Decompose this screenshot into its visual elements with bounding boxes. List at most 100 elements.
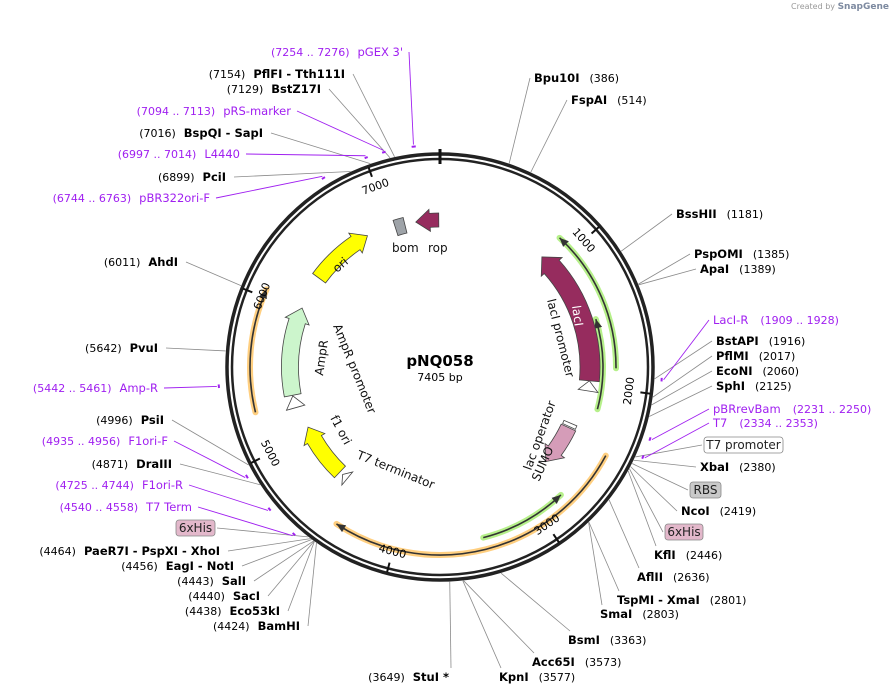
leader-line — [651, 370, 713, 406]
tick-mark — [367, 167, 373, 178]
enzyme-label[interactable]: PflMI(2017) — [716, 349, 795, 363]
enzyme-label[interactable]: AflII(2636) — [637, 570, 710, 584]
leader-line — [631, 463, 689, 491]
enzyme-label[interactable]: (7016)BspQI - SapI — [139, 126, 263, 140]
enzyme-label[interactable]: TspMI - XmaI(2801) — [617, 593, 746, 607]
label-box — [689, 481, 722, 499]
primer-label[interactable]: (4540 .. 4558)T7 Term — [60, 500, 192, 514]
enzyme-label[interactable]: (7154)PflFI - Tth111I — [209, 67, 345, 81]
enzyme-label[interactable]: (4996)PsiI — [96, 413, 164, 427]
site-labels[interactable]: (7154)PflFI - Tth111I (7129) BstZ17I (7016)… — [33, 45, 871, 684]
enzyme-label[interactable]: Bpu10I(386) — [534, 71, 619, 85]
feature-arc[interactable] — [249, 289, 268, 413]
enzyme-label[interactable]: Acc65I(3573) — [532, 655, 621, 669]
enzyme-name: PvuI — [130, 341, 158, 355]
enzyme-label[interactable]: ApaI(1389) — [700, 262, 776, 276]
primer-mark[interactable] — [364, 156, 369, 160]
enzyme-position: (4443) — [177, 575, 214, 588]
primer-label[interactable]: (6997 .. 7014)L4440 — [118, 147, 240, 161]
enzyme-position: (2801) — [710, 594, 747, 607]
enzyme-label[interactable]: (7129) BstZ17I — [227, 82, 321, 96]
arrowhead-icon — [259, 289, 267, 300]
enzyme-label[interactable]: (6899)PciI — [158, 170, 226, 184]
enzyme-name: PspOMI — [694, 247, 743, 261]
enzyme-label[interactable]: BstAPI(1916) — [716, 334, 805, 348]
boxed-feature-label[interactable]: RBS — [689, 481, 722, 499]
primer-label[interactable]: T7(2334 .. 2353) — [712, 416, 818, 430]
enzyme-label[interactable]: SmaI(2803) — [600, 607, 679, 621]
enzyme-label[interactable]: NcoI(2419) — [681, 504, 756, 518]
primer-leader-line — [173, 440, 246, 478]
enzyme-label[interactable]: KflI(2446) — [654, 548, 722, 562]
feature-laci[interactable] — [540, 256, 601, 383]
leader-line — [216, 527, 309, 538]
boxed-feature-label[interactable]: 6xHis — [664, 523, 704, 541]
primer-name: pGEX 3' — [358, 45, 404, 59]
primer-label[interactable]: (4725 .. 4744)F1ori-R — [55, 478, 183, 492]
feature-bom[interactable] — [392, 216, 408, 237]
enzyme-label[interactable]: (4443)SalI — [177, 574, 246, 588]
primer-label[interactable]: (4935 .. 4956)F1ori-F — [42, 434, 168, 448]
enzyme-label[interactable]: XbaI(2380) — [700, 460, 776, 474]
feature-ampr[interactable] — [281, 307, 310, 398]
leader-line — [227, 538, 311, 552]
enzyme-label[interactable]: FspAI(514) — [571, 93, 647, 107]
feature-ori[interactable] — [312, 232, 368, 284]
leader-line — [638, 253, 691, 285]
feature-f1-ori[interactable] — [303, 426, 347, 479]
primer-mark[interactable] — [641, 455, 645, 460]
primer-range: (6744 .. 6763) — [53, 192, 132, 205]
enzyme-name: StuI * — [413, 670, 449, 684]
enzyme-label[interactable]: BsmI(3363) — [568, 633, 646, 647]
feature-arc[interactable] — [336, 455, 607, 556]
primer-mark[interactable] — [267, 507, 272, 512]
enzyme-position: (7129) — [227, 83, 264, 96]
leader-line — [620, 213, 673, 252]
feature-arc[interactable] — [558, 237, 617, 369]
enzyme-label[interactable]: (4438)Eco53kI — [185, 604, 280, 618]
enzyme-label[interactable]: (5642)PvuI — [85, 341, 158, 355]
primer-mark[interactable] — [245, 474, 249, 479]
primer-name: F1ori-R — [142, 478, 183, 492]
enzyme-label[interactable]: (4456)EagI - NotI — [121, 559, 234, 573]
primer-label[interactable]: LacI-R(1909 .. 1928) — [713, 313, 839, 327]
leader-line — [171, 419, 249, 466]
enzyme-label[interactable]: EcoNI(2060) — [716, 364, 799, 378]
feature-rop[interactable] — [415, 208, 440, 233]
leader-line — [270, 132, 371, 164]
enzyme-label[interactable]: (4464)PaeR7I - PspXI - XhoI — [39, 544, 220, 558]
enzyme-label[interactable]: SphI(2125) — [716, 379, 792, 393]
primer-label[interactable]: (7094 .. 7113)pRS-marker — [137, 104, 292, 118]
primer-label[interactable]: pBRrevBam(2231 .. 2250) — [713, 402, 871, 416]
leader-line — [588, 521, 620, 592]
enzyme-position: (3363) — [610, 634, 647, 647]
enzyme-label[interactable]: (6011)AhdI — [104, 255, 178, 269]
primer-mark[interactable] — [381, 150, 386, 154]
enzyme-position: (2380) — [739, 461, 776, 474]
enzyme-label[interactable]: (4424)BamHI — [213, 619, 300, 633]
primer-label[interactable]: (7254 .. 7276)pGEX 3' — [271, 45, 403, 59]
enzyme-position: (7154) — [209, 68, 246, 81]
feature-ampr-promoter[interactable] — [285, 395, 306, 411]
enzyme-label[interactable]: (4440)SacI — [188, 589, 260, 603]
enzyme-position: (2446) — [686, 549, 723, 562]
primer-mark[interactable] — [321, 176, 326, 180]
enzyme-label[interactable]: BssHII(1181) — [676, 207, 763, 221]
primer-label[interactable]: (6744 .. 6763)pBR322ori-F — [53, 191, 210, 205]
enzyme-label[interactable]: PspOMI(1385) — [694, 247, 789, 261]
boxed-feature-label[interactable]: 6xHis — [175, 519, 216, 537]
primer-label[interactable]: (5442 .. 5461)Amp-R — [33, 381, 158, 395]
feature-t7-terminator[interactable] — [341, 471, 354, 487]
feature-lac-operator[interactable] — [562, 419, 578, 430]
feature-sumo[interactable] — [544, 423, 577, 463]
feature-laci-promoter[interactable] — [577, 380, 599, 394]
enzyme-label[interactable]: (4871)DraIII — [92, 457, 172, 471]
enzyme-label[interactable]: KpnI(3577) — [499, 670, 575, 684]
primer-mark[interactable] — [291, 532, 296, 537]
primer-leader-line — [651, 408, 710, 441]
enzyme-name: BstZ17I — [271, 82, 321, 96]
boxed-feature-label[interactable]: T7 promoter — [703, 436, 784, 454]
enzyme-label[interactable]: (3649)StuI * — [368, 670, 449, 684]
primer-mark[interactable] — [648, 436, 652, 442]
